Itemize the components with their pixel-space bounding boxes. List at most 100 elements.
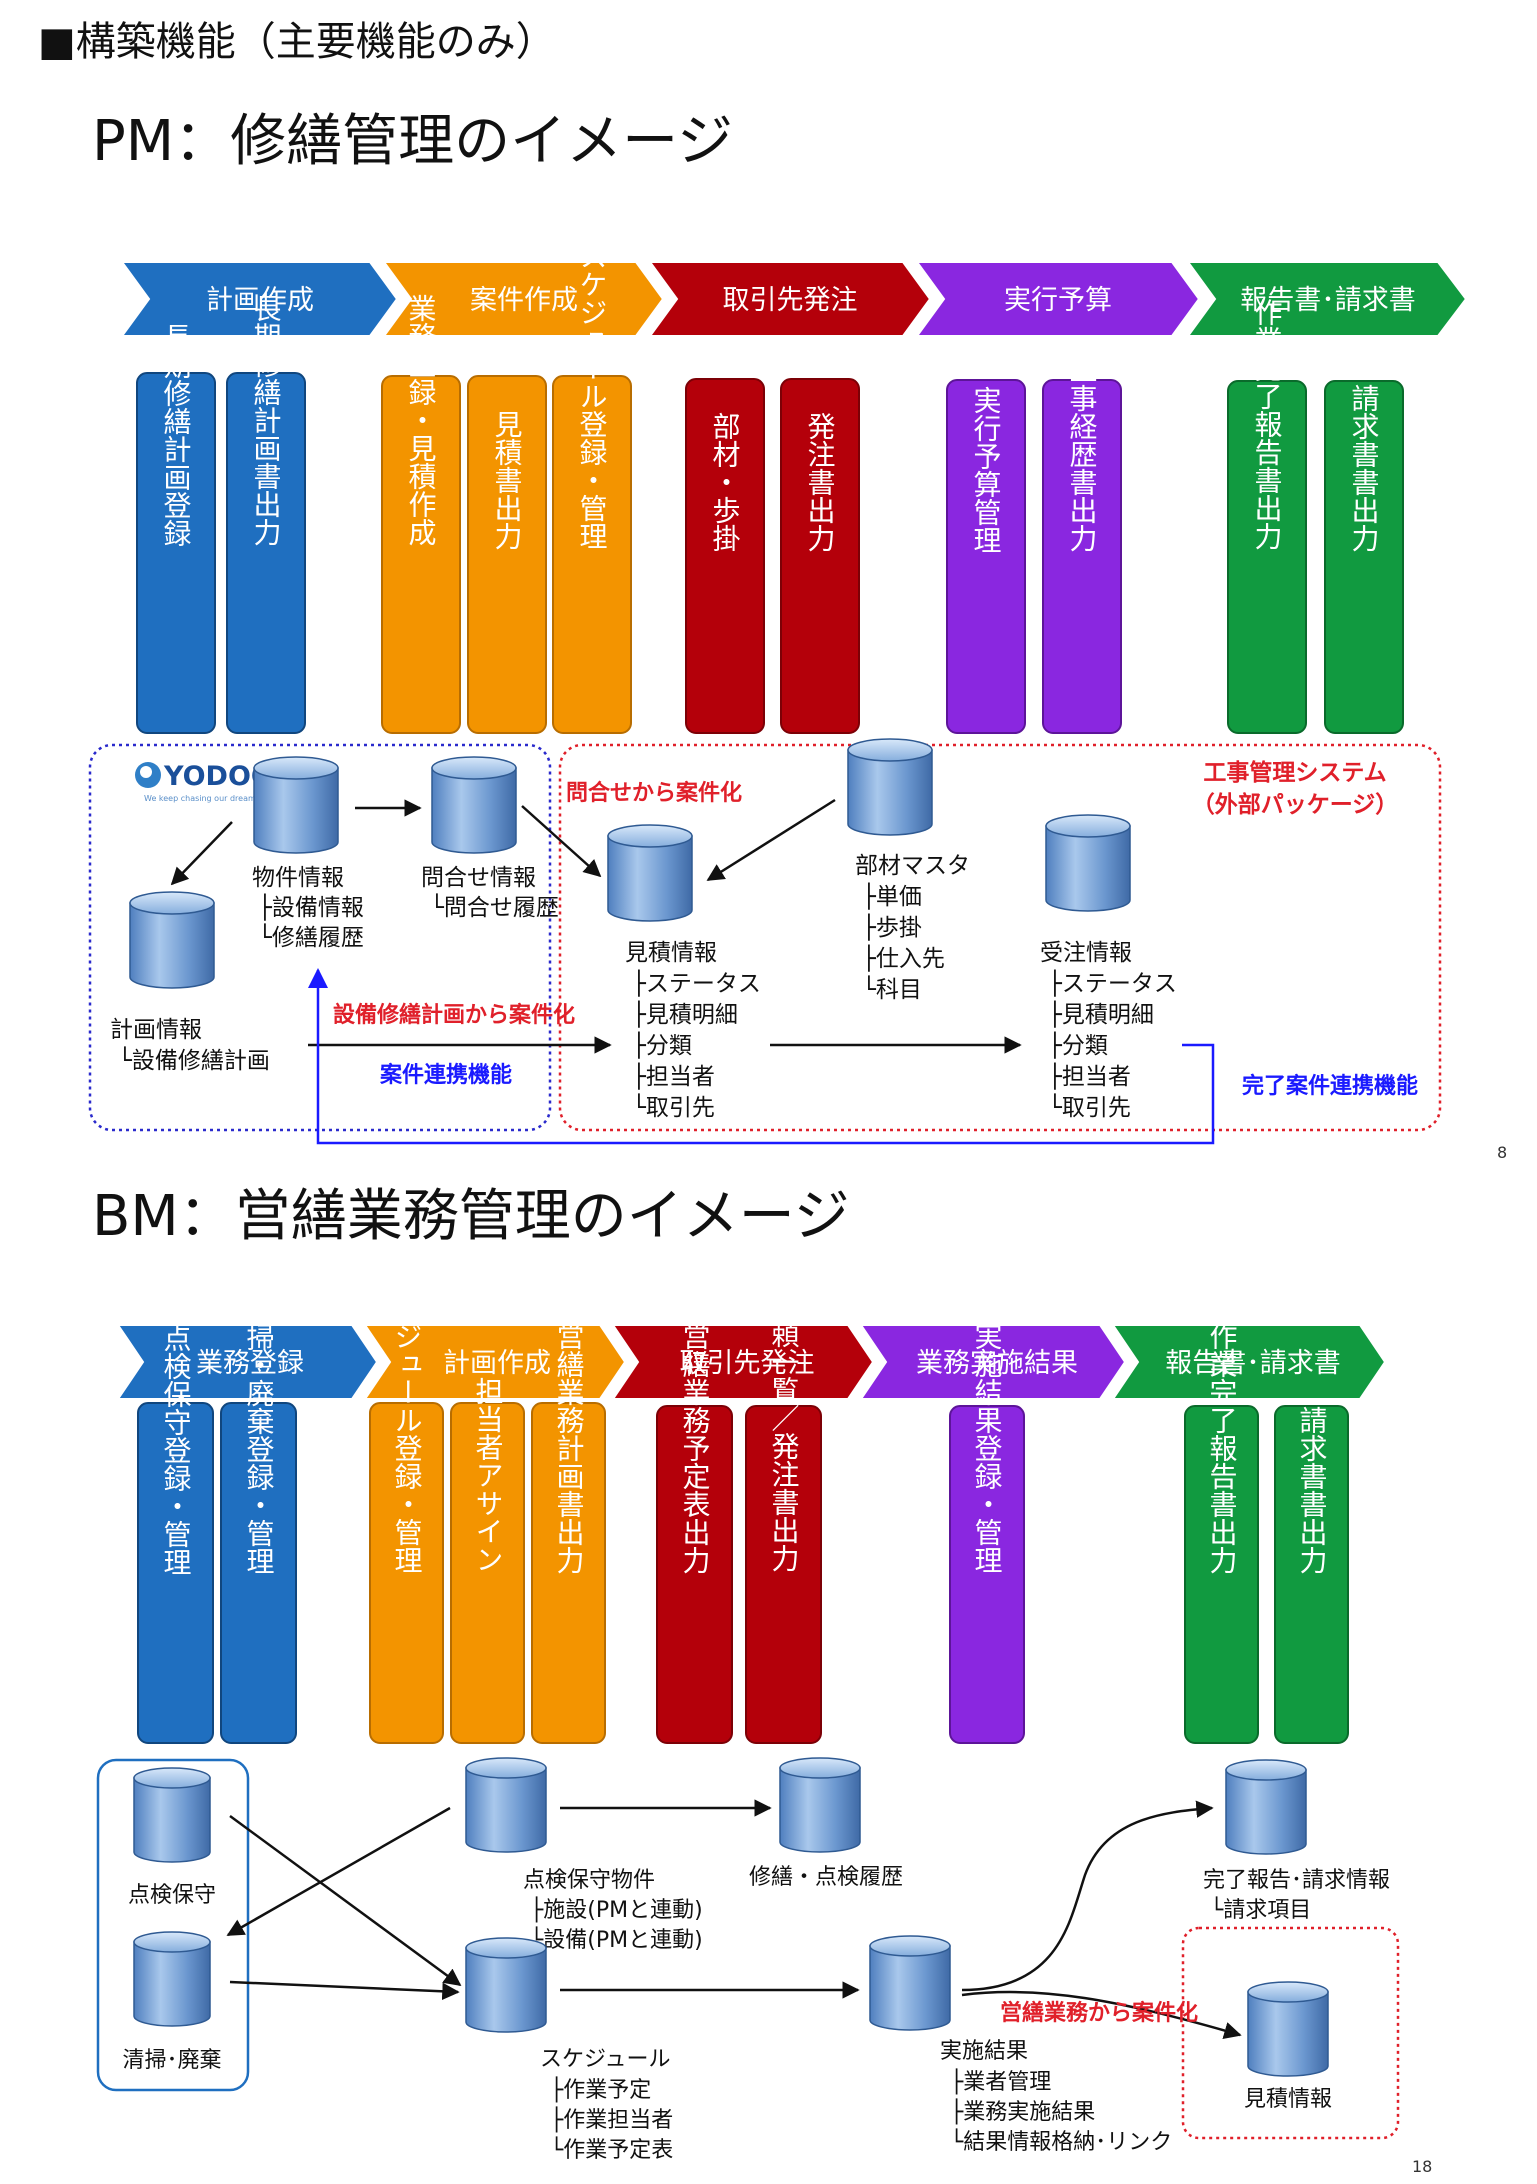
database-icon (431, 756, 517, 854)
bm-db-schedule-line-3: └作業予定表 (550, 2136, 673, 2163)
pm-function-pills: 長期修繕計画登録 長期修繕計画書出力 業務登録・見積作成 見積書出力 スケジュー… (136, 242, 1404, 734)
bm-db-result-line-1: ├業者管理 (950, 2068, 1051, 2095)
bm-function-2-label: 清掃・廃棄登録・管理 (243, 1295, 276, 1575)
database-icon (129, 891, 215, 989)
pm-function-8-label: 実行予算管理 (970, 386, 1003, 554)
pm-system-label-2: （外部パッケージ） (1192, 791, 1399, 818)
pm-db-material-line-3: ├仕入先 (862, 944, 945, 972)
bm-step-1: 業務登録 (116, 1324, 379, 1400)
pm-function-5: スケジュール登録・管理 (552, 242, 632, 734)
bm-db-estimate-title: 見積情報 (1244, 2087, 1332, 2112)
bm-estimate-case-box (1181, 1926, 1400, 2140)
pm-function-11: 請求書書出力 (1324, 380, 1404, 734)
database-icon (607, 824, 693, 922)
pm-function-4-label: 見積書出力 (491, 410, 524, 550)
pm-function-1-label: 長期修繕計画登録 (160, 323, 193, 547)
bm-db-cleaning-title: 清掃･廃棄 (122, 2048, 221, 2073)
bm-step-5-label: 報告書･請求書 (1165, 1348, 1341, 1379)
pm-db-property: 物件情報 ├設備情報 └修繕履歴 (252, 756, 364, 951)
pm-db-estimate-line-4: ├担当者 (632, 1062, 715, 1090)
pm-annotation-case-link: 案件連携機能 (379, 1062, 512, 1088)
bm-function-8: 実施結果登録・管理 (949, 1322, 1025, 1744)
database-icon (1045, 814, 1131, 912)
bm-db-schedule-title: スケジュール (540, 2047, 670, 2072)
pm-db-inquiry-title: 問合せ情報 (421, 865, 536, 891)
pm-function-9-label: 工事経歴書出力 (1066, 356, 1099, 552)
bm-db-insp-property-title: 点検保守物件 (523, 1868, 655, 1893)
pm-db-order: 受注情報 ├ステータス ├見積明細 ├分類 ├担当者 └取引先 (1040, 814, 1177, 1121)
pm-db-estimate-line-5: └取引先 (632, 1093, 715, 1121)
pm-function-2: 長期修繕計画書出力 (226, 294, 306, 734)
database-icon (847, 738, 933, 836)
pm-annotation-done-link: 完了案件連携機能 (1242, 1073, 1418, 1099)
bm-db-schedule-line-1: ├作業予定 (550, 2076, 651, 2103)
bm-step-1-label: 業務登録 (196, 1348, 304, 1379)
pm-function-10: 作業完了報告書出力 (1227, 298, 1307, 734)
pm-function-11-label: 請求書書出力 (1348, 384, 1381, 552)
bm-db-result: 実施結果 ├業者管理 ├業務実施結果 └結果情報格納･リンク (869, 1935, 1172, 2155)
bm-db-estimate: 見積情報 (1244, 1981, 1332, 2112)
pm-function-5-label: スケジュール登録・管理 (576, 242, 609, 550)
pm-db-property-title: 物件情報 (252, 865, 344, 891)
pm-db-material-line-2: ├歩掛 (862, 913, 922, 941)
pm-step-1-label: 計画作成 (206, 285, 314, 316)
page-header-title: ■構築機能（主要機能のみ） (38, 19, 556, 65)
bm-arrow-cleaning-to-schedule (229, 1980, 460, 2001)
bm-process-steps: 業務登録 計画作成 取引先発注 業務実施結果 報告書･請求書 (116, 1324, 1387, 1400)
pm-step-3: 取引先発注 (648, 261, 932, 337)
bm-function-4: 担当者アサイン (450, 1377, 525, 1744)
bm-step-3-label: 取引先発注 (680, 1348, 815, 1379)
bm-function-3-label: スケジュール登録・管理 (391, 1266, 424, 1574)
bm-db-report-line-1: └請求項目 (1210, 1896, 1311, 1923)
pm-function-1: 長期修繕計画登録 (136, 323, 216, 734)
database-icon (133, 1767, 211, 1863)
bm-db-history-title: 修繕・点検履歴 (749, 1865, 903, 1890)
pm-step-2-label: 案件作成 (470, 285, 578, 316)
pm-function-6: 部材・歩掛 (685, 378, 765, 734)
pm-process-steps: 計画作成 案件作成 取引先発注 実行予算 報告書･請求書 (120, 261, 1468, 337)
pm-db-estimate-line-2: ├見積明細 (632, 1000, 738, 1028)
yodoq-logo: YODOQ We keep chasing our dream (135, 761, 274, 803)
pm-db-property-line-2: └修繕履歴 (258, 923, 364, 951)
pm-step-1: 計画作成 (120, 261, 399, 337)
pm-db-inquiry-line-1: └問合せ履歴 (430, 893, 559, 921)
bm-arrow-result-to-report (961, 1800, 1214, 1992)
pm-step-5: 報告書･請求書 (1186, 261, 1468, 337)
bm-function-7-label: 依頼一覧／発注書出力 (768, 1292, 801, 1572)
pm-function-8: 実行予算管理 (946, 379, 1026, 734)
bm-function-1: 点検保守登録・管理 (137, 1324, 214, 1744)
pm-function-2-label: 長期修繕計画書出力 (250, 294, 283, 546)
database-icon (1247, 1981, 1329, 2077)
bm-db-insp-property-line-1: ├施設(PMと連動) (530, 1896, 703, 1923)
bm-step-5: 報告書･請求書 (1111, 1324, 1387, 1400)
pm-db-inquiry: 問合せ情報 └問合せ履歴 (421, 756, 559, 921)
pm-db-order-line-3: ├分類 (1048, 1031, 1108, 1059)
database-icon (1225, 1759, 1307, 1855)
bm-db-result-title: 実施結果 (940, 2039, 1028, 2064)
pm-db-estimate-line-3: ├分類 (632, 1031, 692, 1059)
pm-step-4-label: 実行予算 (1004, 285, 1112, 316)
pm-db-plan-line-1: └設備修繕計画 (118, 1046, 270, 1074)
bm-db-report-title: 完了報告･請求情報 (1203, 1868, 1390, 1893)
database-icon (253, 756, 339, 854)
bm-step-3: 取引先発注 (611, 1324, 875, 1400)
bm-function-2: 清掃・廃棄登録・管理 (220, 1295, 297, 1744)
bm-step-4: 業務実施結果 (859, 1324, 1127, 1400)
database-icon (465, 1937, 547, 2033)
bm-function-5: 営繕業務計画書出力 (531, 1322, 606, 1744)
bm-arrow-property-to-cleaning (226, 1806, 451, 1937)
bm-function-5-label: 営繕業務計画書出力 (553, 1322, 586, 1574)
pm-step-3-label: 取引先発注 (723, 285, 858, 316)
bm-db-history: 修繕・点検履歴 (749, 1757, 903, 1890)
pm-function-10-label: 作業完了報告書出力 (1251, 298, 1284, 550)
bm-section-title: BM：営繕業務管理のイメージ (92, 1184, 850, 1249)
pm-arrow-inquiry-to-estimate (521, 805, 602, 878)
bm-function-6: 営繕業務予定表出力 (656, 1322, 733, 1744)
pm-function-4: 見積書出力 (467, 375, 547, 734)
pm-system-label-1: 工事管理システム (1203, 759, 1386, 786)
bm-db-inspection-title: 点検保守 (128, 1883, 216, 1908)
pm-function-6-label: 部材・歩掛 (709, 412, 742, 552)
pm-function-7: 発注書出力 (780, 378, 860, 734)
database-icon (869, 1935, 951, 2031)
